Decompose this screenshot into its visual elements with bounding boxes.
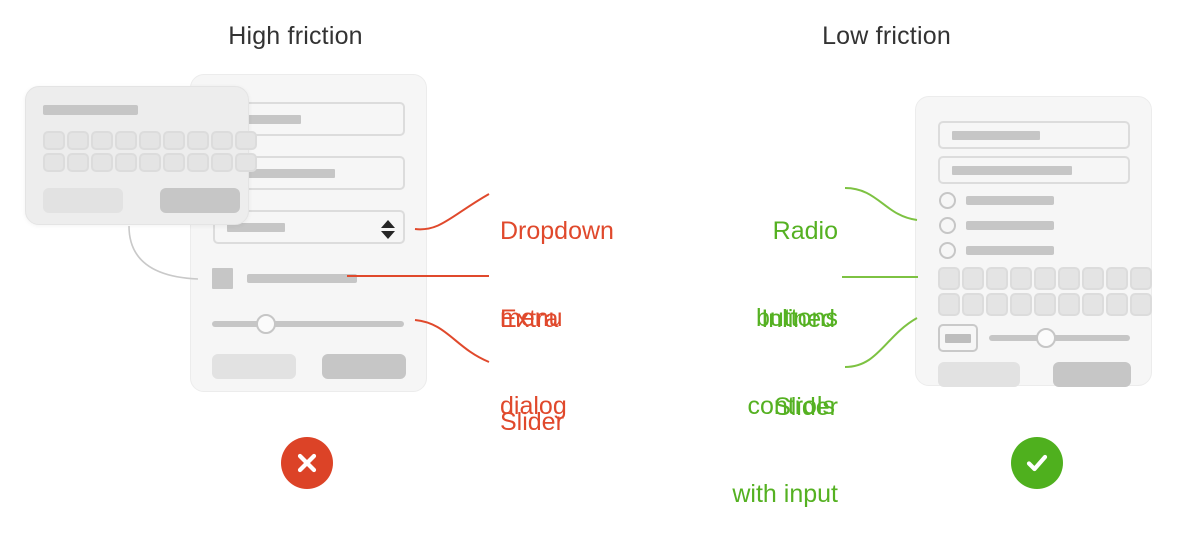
keycap[interactable] <box>115 153 137 172</box>
inline-control-button[interactable] <box>1058 293 1080 316</box>
inline-control-button[interactable] <box>938 293 960 316</box>
inline-control-button[interactable] <box>938 267 960 290</box>
annotation-line: with input <box>732 480 838 508</box>
annotation-slider-with-input: Slider with input <box>600 335 838 538</box>
inline-control-button[interactable] <box>1082 293 1104 316</box>
cross-glyph <box>297 453 317 473</box>
dialog-primary-button[interactable] <box>160 188 240 213</box>
keycap[interactable] <box>187 131 209 150</box>
inline-control-button[interactable] <box>1034 267 1056 290</box>
radio-button-3[interactable] <box>939 242 956 259</box>
text-field-1[interactable] <box>938 121 1130 149</box>
slider-number-input[interactable] <box>938 324 978 352</box>
dialog-secondary-button[interactable] <box>43 188 123 213</box>
checkbox-label <box>247 274 357 283</box>
keycap[interactable] <box>187 153 209 172</box>
text-field-2-value <box>227 168 335 178</box>
check-icon <box>1011 437 1063 489</box>
slider-thumb[interactable] <box>1036 328 1056 348</box>
annotation-line: Slider <box>500 408 564 436</box>
slider-track[interactable] <box>212 321 404 327</box>
inline-control-button[interactable] <box>1106 293 1128 316</box>
keycap[interactable] <box>91 131 113 150</box>
annotation-dropdown-menu: Dropdown menu <box>500 159 614 362</box>
annotation-line: Inlined <box>761 305 835 333</box>
radio-button-2[interactable] <box>939 217 956 234</box>
cross-icon <box>281 437 333 489</box>
keycap[interactable] <box>139 153 161 172</box>
keycap[interactable] <box>211 131 233 150</box>
inline-control-button[interactable] <box>1082 267 1104 290</box>
annotation-line: menu <box>500 304 563 332</box>
inline-control-button[interactable] <box>1058 267 1080 290</box>
annotation-extra-dialog: Extra dialog <box>500 247 567 450</box>
annotation-radio-buttons: Radio buttons <box>600 159 838 362</box>
annotation-line: Extra <box>500 305 559 333</box>
text-field-2[interactable] <box>938 156 1130 184</box>
dialog-title-placeholder <box>43 105 138 115</box>
inline-control-button[interactable] <box>1130 293 1152 316</box>
keycap[interactable] <box>91 153 113 172</box>
inline-control-button[interactable] <box>1034 293 1056 316</box>
text-field-2-value <box>952 165 1072 175</box>
radio-label-3 <box>966 246 1054 255</box>
text-field-1-value <box>952 130 1040 140</box>
annotation-line: controls <box>747 392 835 420</box>
annotation-line: Radio <box>772 217 838 245</box>
secondary-button[interactable] <box>938 362 1020 387</box>
text-field-1-value <box>227 114 301 124</box>
annotation-line: Dropdown <box>500 217 614 245</box>
chevron-up-icon <box>381 219 395 228</box>
slider-thumb[interactable] <box>256 314 276 334</box>
radio-label-1 <box>966 196 1054 205</box>
keycap[interactable] <box>67 131 89 150</box>
annotation-slider: Slider <box>500 350 564 466</box>
annotation-line: dialog <box>500 392 567 420</box>
keycap[interactable] <box>43 153 65 172</box>
radio-label-2 <box>966 221 1054 230</box>
keycap[interactable] <box>235 153 257 172</box>
page-title-low-friction: Low friction <box>822 22 951 50</box>
keycap[interactable] <box>163 131 185 150</box>
inline-control-button[interactable] <box>986 293 1008 316</box>
inline-control-button[interactable] <box>962 267 984 290</box>
spinner-arrows-icon[interactable] <box>381 212 395 246</box>
low-friction-form-mock <box>915 96 1152 387</box>
annotation-inlined-controls: Inlined controls <box>600 247 835 450</box>
inline-control-button[interactable] <box>1106 267 1128 290</box>
chevron-down-icon <box>381 230 395 239</box>
keycap[interactable] <box>43 131 65 150</box>
primary-button[interactable] <box>1053 362 1131 387</box>
keycap[interactable] <box>163 153 185 172</box>
annotation-line: buttons <box>755 304 838 332</box>
slider-number-value <box>945 333 971 343</box>
extra-dialog-overlay[interactable] <box>25 86 257 225</box>
inline-control-button[interactable] <box>1010 267 1032 290</box>
checkbox-control[interactable] <box>212 268 233 289</box>
dropdown-value <box>227 222 285 232</box>
inline-control-button[interactable] <box>1130 267 1152 290</box>
radio-button-1[interactable] <box>939 192 956 209</box>
primary-button[interactable] <box>322 354 406 379</box>
slider-track[interactable] <box>989 335 1130 341</box>
keycap[interactable] <box>235 131 257 150</box>
inline-control-button[interactable] <box>962 293 984 316</box>
keycap[interactable] <box>139 131 161 150</box>
annotation-line: Slider <box>774 393 838 421</box>
keycap[interactable] <box>67 153 89 172</box>
inline-control-button[interactable] <box>986 267 1008 290</box>
inline-control-button[interactable] <box>1010 293 1032 316</box>
secondary-button[interactable] <box>212 354 296 379</box>
check-glyph <box>1026 454 1048 472</box>
keycap[interactable] <box>115 131 137 150</box>
keycap[interactable] <box>211 153 233 172</box>
page-title-high-friction: High friction <box>228 22 363 50</box>
